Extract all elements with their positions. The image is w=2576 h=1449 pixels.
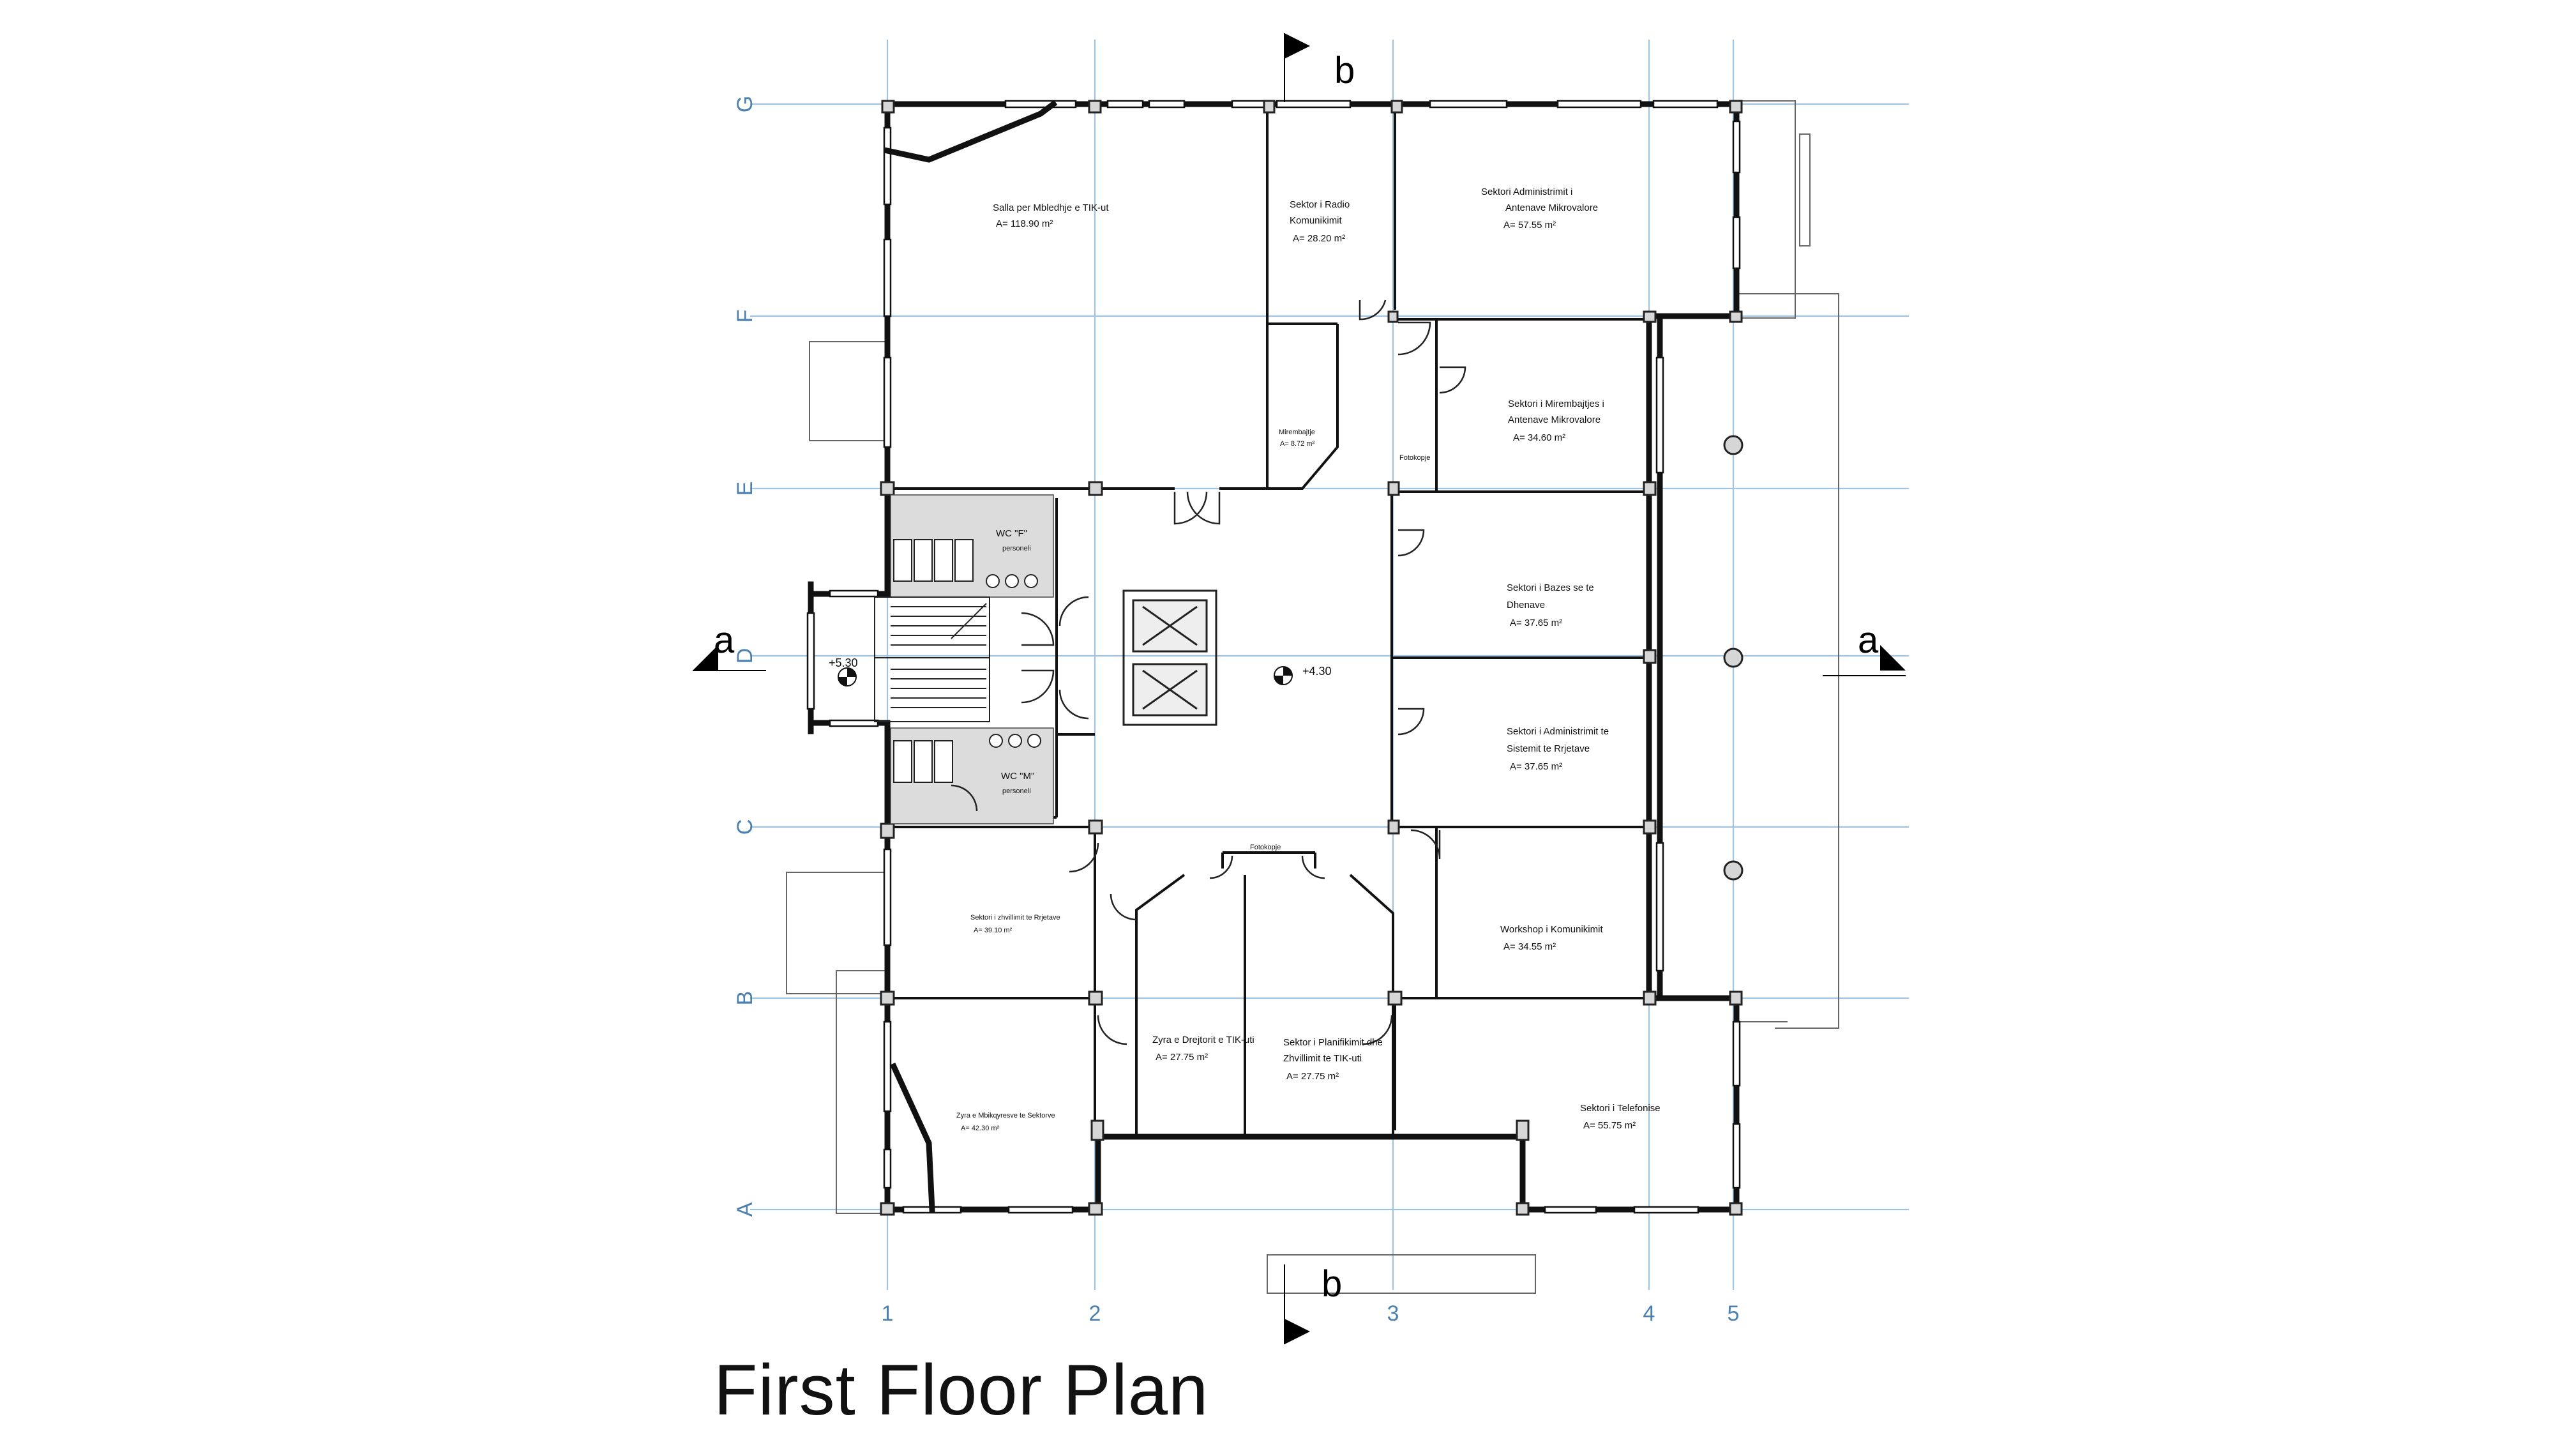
grid-column-labels: 1 2 3 4 5 xyxy=(882,1301,1740,1326)
room-workshop: Workshop i Komunikimit A= 34.55 m² xyxy=(1500,924,1603,952)
room-wc-f: WC "F" personeli xyxy=(996,528,1031,552)
section-label-b-bottom: b xyxy=(1322,1263,1342,1305)
room-workshop-name: Workshop i Komunikimit xyxy=(1500,924,1603,935)
grid-label-5: 5 xyxy=(1728,1301,1740,1326)
room-bazes-name2: Dhenave xyxy=(1507,600,1545,611)
room-planifikimit-area: A= 27.75 m² xyxy=(1286,1071,1339,1082)
room-mbikqyresve-name: Zyra e Mbikqyresve te Sektorve xyxy=(956,1112,1055,1119)
room-radio-name2: Komunikimit xyxy=(1290,215,1343,226)
grid-label-e: E xyxy=(733,482,757,496)
room-mbikqyresve: Zyra e Mbikqyresve te Sektorve A= 42.30 … xyxy=(956,1112,1055,1132)
room-wc-m-name: WC "M" xyxy=(1001,771,1034,782)
grid-label-a: A xyxy=(733,1202,757,1217)
room-admin-antenave-area: A= 57.55 m² xyxy=(1503,220,1556,231)
room-wc-f-sub: personeli xyxy=(1002,545,1031,552)
room-wc-m: WC "M" personeli xyxy=(1001,771,1034,795)
section-marker-a-left: a xyxy=(693,619,766,671)
room-drejtorit: Zyra e Drejtorit e TIK-uti A= 27.75 m² xyxy=(1152,1035,1254,1063)
room-salla-name: Salla per Mbledhje e TIK-ut xyxy=(993,202,1109,213)
grid-row-labels: G F E D C B A xyxy=(733,96,757,1217)
room-mirembajtjes-antenave-name2: Antenave Mikrovalore xyxy=(1508,414,1601,425)
grid-label-4: 4 xyxy=(1643,1301,1655,1326)
grid-label-g: G xyxy=(733,96,757,112)
room-workshop-area: A= 34.55 m² xyxy=(1503,941,1556,952)
grid-label-c: C xyxy=(733,819,757,835)
interior-walls xyxy=(887,104,1649,1137)
grid-label-1: 1 xyxy=(882,1301,894,1326)
room-wc-f-name: WC "F" xyxy=(996,528,1027,539)
elevation-marker-corridor: +4.30 xyxy=(1274,665,1332,685)
elevation-marker-stair: +5.30 xyxy=(829,656,858,687)
room-planifikimit-name1: Sektor i Planifikimit dhe xyxy=(1283,1037,1383,1048)
room-bazes-area: A= 37.65 m² xyxy=(1510,618,1562,628)
room-salla: Salla per Mbledhje e TIK-ut A= 118.90 m² xyxy=(993,202,1109,229)
grid-label-3: 3 xyxy=(1387,1301,1399,1326)
staircase xyxy=(874,596,990,722)
wc-male-block xyxy=(890,727,1054,824)
room-fotokopje-upper-name: Fotokopje xyxy=(1399,454,1430,462)
room-mirembajtje-name: Mirembajtje xyxy=(1279,429,1315,436)
room-zhvillimit-rrjetave-area: A= 39.10 m² xyxy=(974,927,1013,934)
room-zhvillimit-rrjetave: Sektori i zhvillimit te Rrjetave A= 39.1… xyxy=(970,914,1060,934)
section-label-b-top: b xyxy=(1334,50,1355,91)
room-zhvillimit-rrjetave-name: Sektori i zhvillimit te Rrjetave xyxy=(970,914,1060,922)
grid-label-2: 2 xyxy=(1089,1301,1101,1326)
room-admin-sistemit-name1: Sektori i Administrimit te xyxy=(1507,726,1609,737)
room-bazes: Sektori i Bazes se te Dhenave A= 37.65 m… xyxy=(1507,582,1594,628)
room-drejtorit-area: A= 27.75 m² xyxy=(1156,1052,1208,1063)
room-admin-antenave: Sektori Administrimit i Antenave Mikrova… xyxy=(1481,186,1598,231)
section-marker-b-top: b xyxy=(1284,33,1355,102)
room-planifikimit: Sektor i Planifikimit dhe Zhvillimit te … xyxy=(1283,1037,1383,1082)
room-mirembajtjes-antenave-name1: Sektori i Mirembajtjes i xyxy=(1508,398,1604,409)
corridor-elevation: +4.30 xyxy=(1302,665,1332,678)
room-radio-area: A= 28.20 m² xyxy=(1293,233,1345,244)
room-admin-sistemit-name2: Sistemit te Rrjetave xyxy=(1507,743,1590,754)
room-mirembajtje: Mirembajtje A= 8.72 m² xyxy=(1279,429,1315,448)
room-fotokopje-lower-name: Fotokopje xyxy=(1250,844,1281,851)
wc-female-block xyxy=(890,494,1054,598)
section-label-a-left: a xyxy=(714,619,735,661)
room-admin-sistemit-area: A= 37.65 m² xyxy=(1510,761,1562,772)
room-bazes-name1: Sektori i Bazes se te xyxy=(1507,582,1594,593)
exterior-outlines xyxy=(786,100,1839,1294)
grid-label-d: D xyxy=(733,648,757,664)
section-marker-b-bottom: b xyxy=(1284,1263,1342,1344)
room-mbikqyresve-area: A= 42.30 m² xyxy=(961,1125,1000,1132)
room-salla-area: A= 118.90 m² xyxy=(996,218,1053,229)
section-label-a-right: a xyxy=(1858,619,1879,661)
room-wc-m-sub: personeli xyxy=(1002,787,1031,795)
grid-label-f: F xyxy=(733,310,757,323)
elevator-shafts xyxy=(1122,589,1217,726)
room-fotokopje-lower: Fotokopje xyxy=(1250,844,1281,851)
structural-columns xyxy=(880,100,1744,1216)
room-admin-sistemit: Sektori i Administrimit te Sistemit te R… xyxy=(1507,726,1609,772)
room-admin-antenave-name1: Sektori Administrimit i xyxy=(1481,186,1572,197)
stair-elevation: +5.30 xyxy=(829,656,858,669)
room-mirembajtjes-antenave-area: A= 34.60 m² xyxy=(1513,432,1565,443)
plan-title: First Floor Plan xyxy=(714,1350,1209,1430)
room-mirembajtjes-antenave: Sektori i Mirembajtjes i Antenave Mikrov… xyxy=(1508,398,1604,443)
room-mirembajtje-area: A= 8.72 m² xyxy=(1280,440,1314,448)
room-telefonise: Sektori i Telefonise A= 55.75 m² xyxy=(1580,1103,1661,1131)
room-planifikimit-name2: Zhvillimit te TIK-uti xyxy=(1283,1053,1362,1064)
room-fotokopje-upper: Fotokopje xyxy=(1399,454,1430,462)
room-radio-name1: Sektor i Radio xyxy=(1290,199,1350,210)
section-marker-a-right: a xyxy=(1823,619,1906,676)
door-swings xyxy=(951,300,1466,1045)
room-admin-antenave-name2: Antenave Mikrovalore xyxy=(1505,202,1598,213)
grid-label-b: B xyxy=(733,991,757,1006)
room-telefonise-name: Sektori i Telefonise xyxy=(1580,1103,1661,1114)
room-radio: Sektor i Radio Komunikimit A= 28.20 m² xyxy=(1290,199,1350,244)
room-drejtorit-name: Zyra e Drejtorit e TIK-uti xyxy=(1152,1035,1254,1045)
room-telefonise-area: A= 55.75 m² xyxy=(1583,1120,1636,1131)
diagonal-walls xyxy=(884,100,1058,1213)
